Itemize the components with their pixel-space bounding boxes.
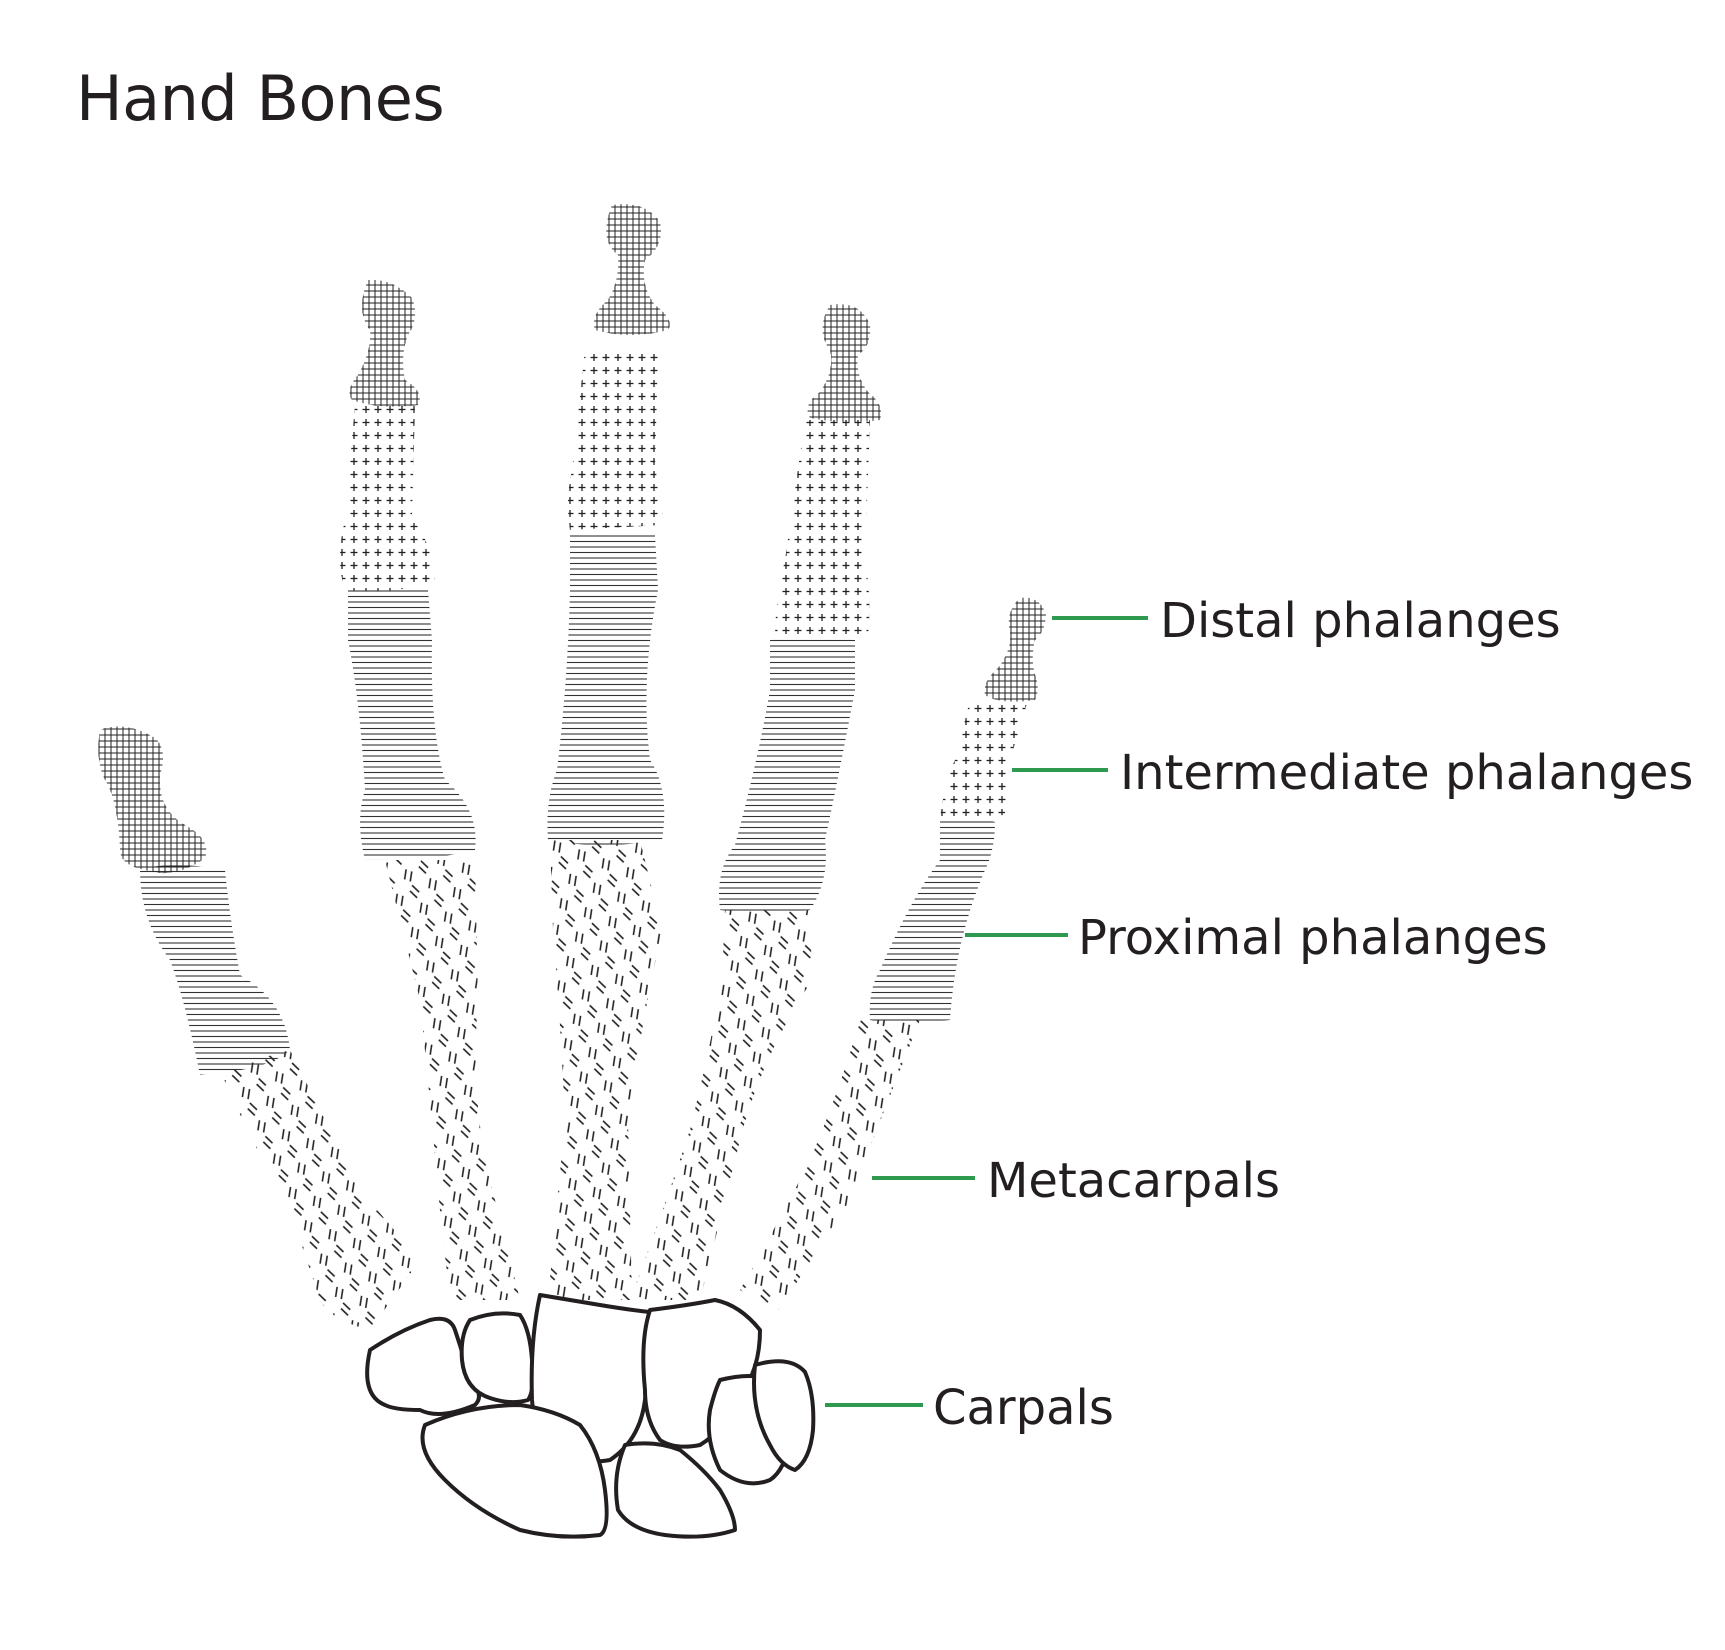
leader-lines xyxy=(825,616,1148,1407)
intermediate-little xyxy=(940,700,1028,818)
metacarpal-index xyxy=(385,860,520,1300)
label-metacarpals: Metacarpals xyxy=(987,1153,1280,1209)
bone-labels: Distal phalanges Intermediate phalanges … xyxy=(933,593,1693,1436)
carpal-bone-6 xyxy=(752,1359,816,1472)
metacarpal-little xyxy=(740,1020,920,1310)
metacarpal-thumb xyxy=(220,1050,420,1330)
intermediate-phalanges xyxy=(340,350,1028,818)
proximal-middle xyxy=(547,532,665,845)
distal-middle xyxy=(593,204,670,335)
proximal-index xyxy=(348,587,476,860)
carpal-bone-2 xyxy=(459,1311,535,1405)
label-intermediate: Intermediate phalanges xyxy=(1120,745,1693,801)
proximal-ring xyxy=(719,637,855,913)
distal-little xyxy=(984,597,1046,702)
proximal-thumb xyxy=(140,865,290,1075)
distal-thumb xyxy=(98,726,207,874)
intermediate-ring xyxy=(775,420,870,640)
label-carpals: Carpals xyxy=(933,1380,1114,1436)
carpal-bone-7 xyxy=(420,1403,609,1539)
metacarpal-middle xyxy=(548,840,662,1300)
metacarpal-ring xyxy=(630,910,812,1300)
carpal-bones xyxy=(365,1293,816,1539)
carpal-bone-8 xyxy=(614,1441,737,1539)
proximal-little xyxy=(869,817,995,1023)
intermediate-index xyxy=(340,405,435,592)
diagram-title: Hand Bones xyxy=(76,62,445,135)
intermediate-middle xyxy=(567,350,663,530)
distal-index xyxy=(349,279,420,407)
proximal-phalanges xyxy=(140,532,995,1075)
metacarpal-bones xyxy=(220,840,920,1330)
label-proximal: Proximal phalanges xyxy=(1078,910,1548,966)
label-distal: Distal phalanges xyxy=(1160,593,1561,649)
distal-ring xyxy=(807,304,882,423)
distal-phalanges xyxy=(98,204,1046,874)
